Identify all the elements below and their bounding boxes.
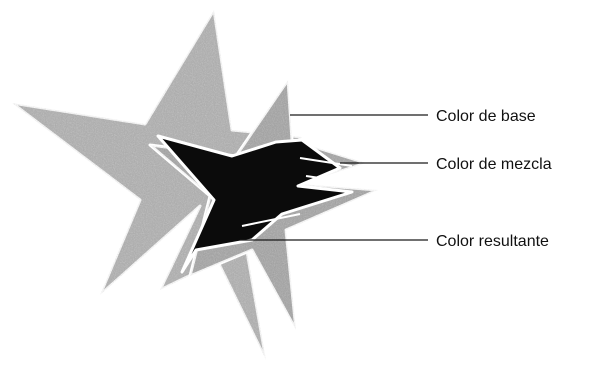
label-base-color: Color de base — [436, 108, 536, 125]
label-result-color: Color resultante — [436, 233, 549, 250]
label-blend-color: Color de mezcla — [436, 156, 552, 173]
